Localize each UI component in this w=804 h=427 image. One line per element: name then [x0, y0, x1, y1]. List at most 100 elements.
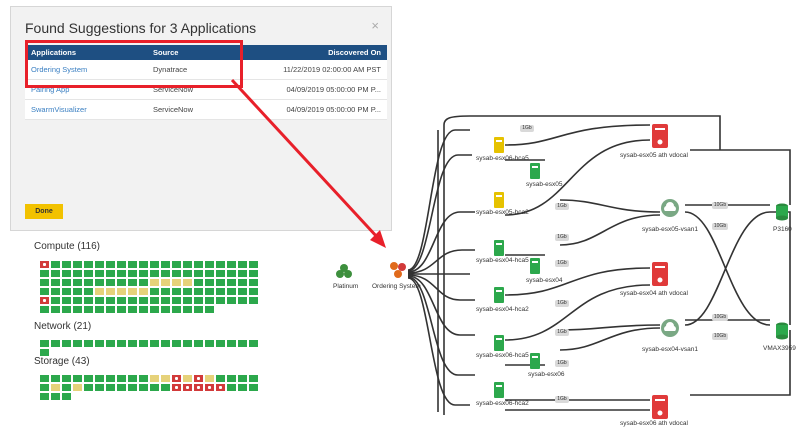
- resource-cell[interactable]: [51, 261, 60, 268]
- resource-cell[interactable]: [139, 384, 148, 391]
- resource-cell[interactable]: [128, 384, 137, 391]
- host-icon[interactable]: [494, 137, 504, 153]
- application-link[interactable]: SwarmVisualizer: [25, 99, 147, 120]
- resource-cell[interactable]: [238, 288, 247, 295]
- datastore-icon[interactable]: [652, 124, 668, 148]
- resource-cell[interactable]: [150, 340, 159, 347]
- resource-cell[interactable]: [95, 288, 104, 295]
- resource-cell[interactable]: [84, 288, 93, 295]
- resource-cell[interactable]: [62, 270, 71, 277]
- resource-cell[interactable]: [84, 384, 93, 391]
- resource-cell[interactable]: [172, 384, 181, 391]
- resource-cell[interactable]: [161, 340, 170, 347]
- resource-cell[interactable]: [84, 279, 93, 286]
- resource-cell[interactable]: [128, 306, 137, 313]
- resource-cell[interactable]: [227, 279, 236, 286]
- resource-cell[interactable]: [73, 375, 82, 382]
- resource-cell[interactable]: [172, 279, 181, 286]
- column-header-source[interactable]: Source: [147, 45, 249, 60]
- resource-cell[interactable]: [73, 270, 82, 277]
- resource-cell[interactable]: [172, 297, 181, 304]
- resource-cell[interactable]: [249, 261, 258, 268]
- resource-cell[interactable]: [238, 297, 247, 304]
- resource-cell[interactable]: [51, 375, 60, 382]
- resource-cell[interactable]: [172, 270, 181, 277]
- application-link[interactable]: Ordering System: [25, 60, 147, 80]
- resource-cell[interactable]: [62, 288, 71, 295]
- resource-cell[interactable]: [161, 306, 170, 313]
- datastore-icon[interactable]: [652, 262, 668, 286]
- resource-cell[interactable]: [216, 279, 225, 286]
- resource-cell[interactable]: [227, 288, 236, 295]
- host-icon[interactable]: [494, 192, 504, 208]
- resource-cell[interactable]: [205, 261, 214, 268]
- host-icon[interactable]: [494, 287, 504, 303]
- resource-cell[interactable]: [40, 393, 49, 400]
- resource-cell[interactable]: [227, 375, 236, 382]
- resource-cell[interactable]: [194, 384, 203, 391]
- table-row[interactable]: Ordering System Dynatrace 11/22/2019 02:…: [25, 60, 387, 80]
- resource-cell[interactable]: [227, 384, 236, 391]
- resource-cell[interactable]: [150, 384, 159, 391]
- resource-cell[interactable]: [84, 306, 93, 313]
- resource-cell[interactable]: [51, 393, 60, 400]
- resource-cell[interactable]: [161, 270, 170, 277]
- resource-cell[interactable]: [227, 340, 236, 347]
- resource-cell[interactable]: [183, 306, 192, 313]
- resource-cell[interactable]: [150, 375, 159, 382]
- resource-cell[interactable]: [150, 279, 159, 286]
- resource-cell[interactable]: [95, 279, 104, 286]
- resource-cell[interactable]: [62, 384, 71, 391]
- resource-cell[interactable]: [238, 384, 247, 391]
- resource-cell[interactable]: [150, 297, 159, 304]
- resource-cell[interactable]: [106, 270, 115, 277]
- resource-cell[interactable]: [216, 270, 225, 277]
- resource-cell[interactable]: [95, 375, 104, 382]
- column-header-applications[interactable]: Applications: [25, 45, 147, 60]
- resource-cell[interactable]: [139, 288, 148, 295]
- resource-cell[interactable]: [161, 288, 170, 295]
- resource-cell[interactable]: [139, 279, 148, 286]
- resource-cell[interactable]: [205, 270, 214, 277]
- resource-cell[interactable]: [95, 270, 104, 277]
- resource-cell[interactable]: [40, 297, 49, 304]
- resource-cell[interactable]: [51, 384, 60, 391]
- datastore-icon[interactable]: [652, 395, 668, 419]
- resource-cell[interactable]: [62, 261, 71, 268]
- resource-cell[interactable]: [249, 288, 258, 295]
- resource-cell[interactable]: [40, 349, 49, 356]
- resource-cell[interactable]: [194, 375, 203, 382]
- resource-cell[interactable]: [139, 340, 148, 347]
- column-header-discovered-on[interactable]: Discovered On: [249, 45, 387, 60]
- resource-cell[interactable]: [40, 288, 49, 295]
- resource-cell[interactable]: [95, 261, 104, 268]
- resource-cell[interactable]: [40, 384, 49, 391]
- resource-cell[interactable]: [183, 384, 192, 391]
- resource-cell[interactable]: [150, 270, 159, 277]
- resource-cell[interactable]: [106, 306, 115, 313]
- resource-cell[interactable]: [205, 297, 214, 304]
- resource-cell[interactable]: [161, 297, 170, 304]
- resource-cell[interactable]: [73, 384, 82, 391]
- resource-cell[interactable]: [117, 279, 126, 286]
- resource-cell[interactable]: [161, 261, 170, 268]
- resource-cell[interactable]: [238, 279, 247, 286]
- resource-cell[interactable]: [249, 340, 258, 347]
- resource-cell[interactable]: [117, 261, 126, 268]
- resource-cell[interactable]: [117, 297, 126, 304]
- resource-cell[interactable]: [62, 279, 71, 286]
- resource-cell[interactable]: [40, 340, 49, 347]
- resource-cell[interactable]: [73, 340, 82, 347]
- resource-cell[interactable]: [227, 261, 236, 268]
- host-icon[interactable]: [494, 382, 504, 398]
- cloud-icon[interactable]: [659, 198, 681, 218]
- table-row[interactable]: SwarmVisualizer ServiceNow 04/09/2019 05…: [25, 99, 387, 120]
- resource-cell[interactable]: [40, 279, 49, 286]
- resource-cell[interactable]: [249, 279, 258, 286]
- resource-cell[interactable]: [106, 297, 115, 304]
- storage-array-icon[interactable]: [775, 203, 789, 221]
- resource-cell[interactable]: [84, 375, 93, 382]
- resource-cell[interactable]: [205, 288, 214, 295]
- resource-cell[interactable]: [249, 375, 258, 382]
- resource-cell[interactable]: [172, 288, 181, 295]
